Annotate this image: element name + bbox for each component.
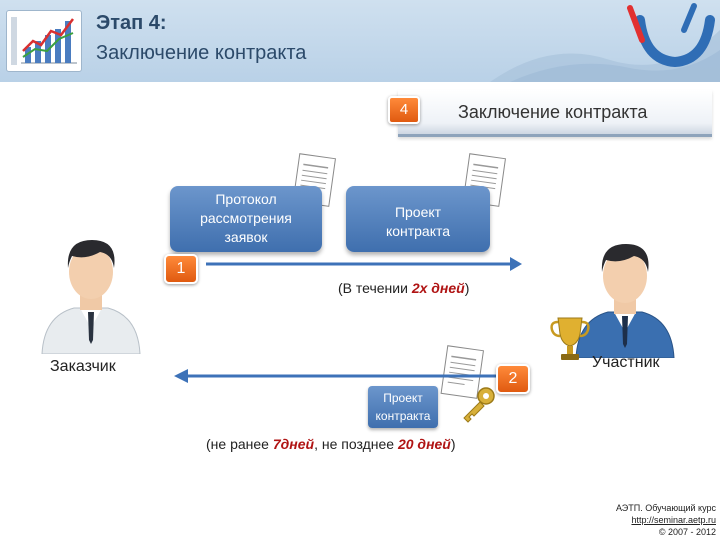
deadline-note-2: (не ранее 7дней, не позднее 20 дней) bbox=[206, 436, 456, 452]
page-title-stage: Этап 4: bbox=[96, 12, 167, 34]
key-icon bbox=[463, 387, 495, 423]
participant-person-icon bbox=[575, 244, 675, 358]
footer-link[interactable]: http://seminar.aetp.ru bbox=[631, 515, 716, 525]
arrow-head-right bbox=[510, 257, 522, 271]
stage-title-box bbox=[398, 90, 712, 137]
stage-title: Заключение контракта bbox=[458, 102, 648, 122]
step-1-badge: 1 bbox=[164, 254, 198, 284]
step-2-badge: 2 bbox=[496, 364, 530, 394]
protocol-box bbox=[170, 186, 322, 252]
chart-logo-icon bbox=[6, 10, 82, 72]
customer-label: Заказчик bbox=[50, 358, 116, 375]
footer-credits: АЭТП. Обучающий курс http://seminar.aetp… bbox=[615, 503, 716, 537]
header-banner: Этап 4: Заключение контракта bbox=[0, 0, 720, 82]
protocol-label: Протокол рассмотрения заявок bbox=[200, 191, 292, 245]
draft-contract-box bbox=[346, 186, 490, 252]
arrow-head-left bbox=[174, 369, 188, 383]
decorative-swoosh-icon bbox=[490, 3, 720, 82]
participant-label: Участник bbox=[592, 354, 660, 371]
customer-person-icon bbox=[41, 240, 141, 354]
stage-number-badge: 4 bbox=[388, 96, 420, 124]
draft-contract-label: Проект контракта bbox=[385, 204, 451, 239]
draft-contract-small-label: Проект контракта bbox=[375, 391, 431, 423]
draft-contract-small-box bbox=[368, 386, 438, 428]
page-title: Заключение контракта bbox=[96, 42, 307, 64]
trophy-icon bbox=[550, 317, 590, 360]
deadline-note-1: (В течении 2х дней) bbox=[338, 280, 470, 296]
